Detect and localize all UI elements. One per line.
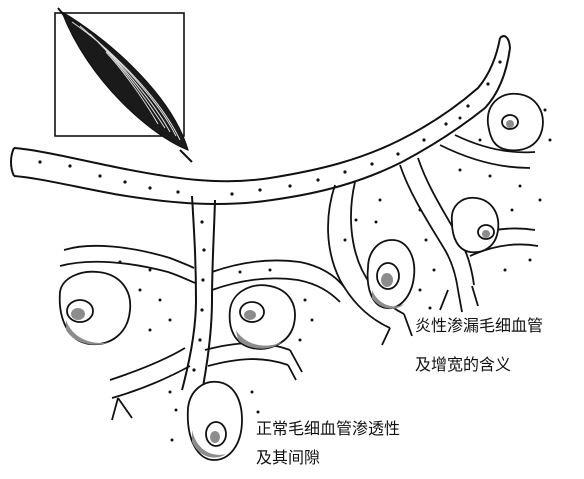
network-branches-right	[328, 135, 538, 345]
cell-upperright-small	[452, 198, 499, 253]
cells	[60, 94, 543, 460]
label-normal-line2: 及其间隙	[256, 448, 320, 468]
label-inflamed-line2: 及增宽的含义	[415, 355, 511, 375]
descending-capillary	[182, 196, 215, 392]
muscle-inset	[55, 8, 192, 162]
label-normal-line1: 正常毛细血管渗透性	[256, 419, 400, 439]
label-inflamed-line1: 炎性渗漏毛细血管	[415, 316, 543, 336]
